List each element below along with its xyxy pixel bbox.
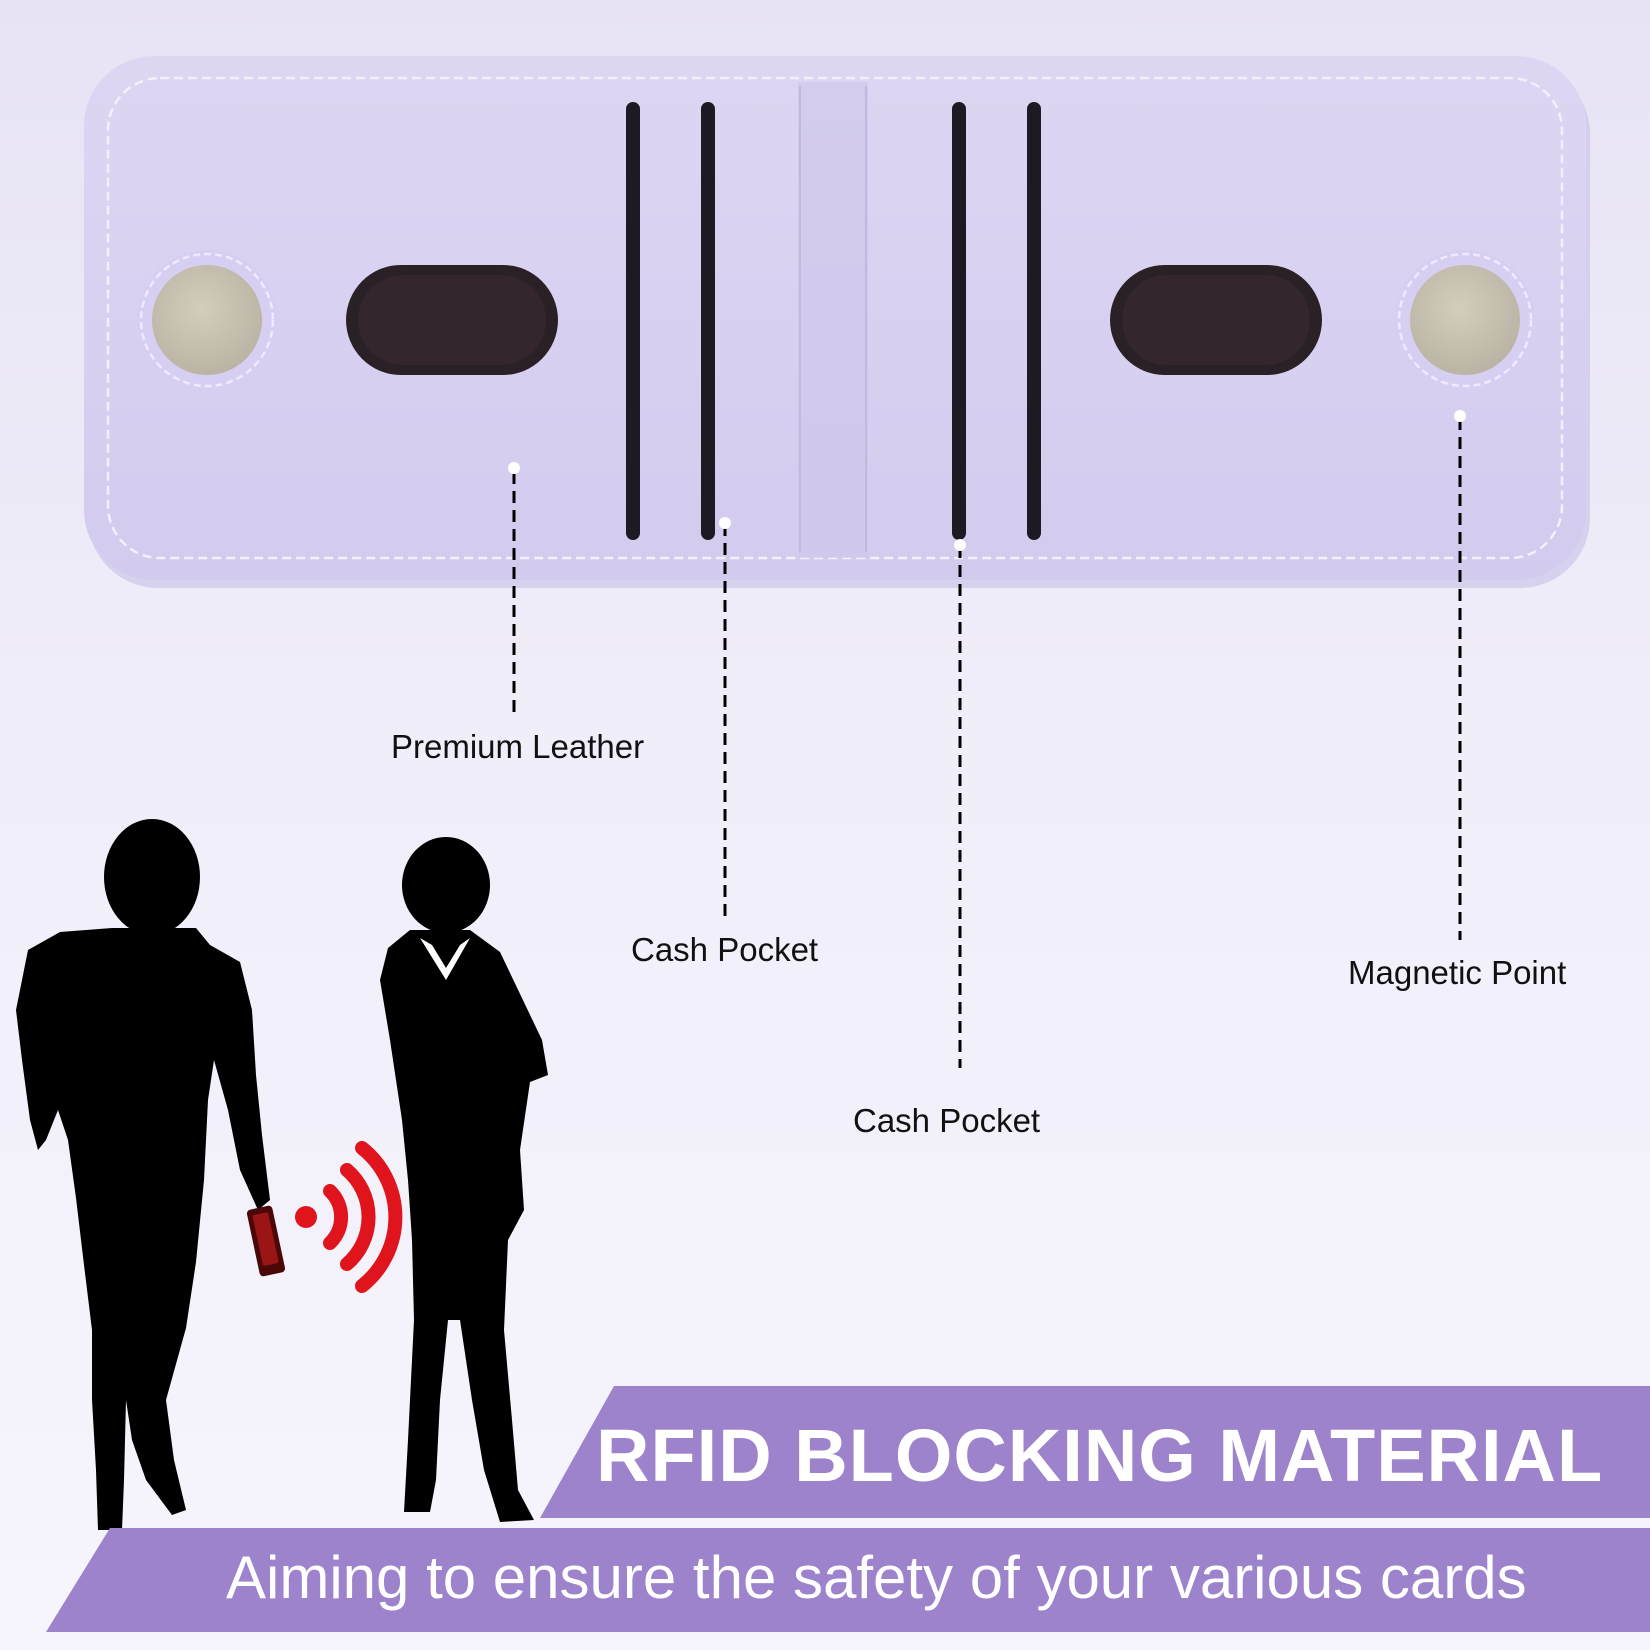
card-slot xyxy=(626,102,640,540)
card-slot xyxy=(701,102,715,540)
label-cash-pocket-1: Cash Pocket xyxy=(631,931,819,968)
woman-silhouette xyxy=(380,837,548,1522)
phone-screen xyxy=(252,1212,279,1266)
man-head xyxy=(104,819,200,935)
man-body xyxy=(16,928,270,1530)
strap-hole-left-inner xyxy=(358,275,546,365)
label-premium-leather: Premium Leather xyxy=(391,728,645,765)
rfid-wave xyxy=(323,1184,349,1250)
dot-cash-pocket-2 xyxy=(954,539,966,551)
rfid-wave xyxy=(340,1163,376,1271)
magnet-left xyxy=(152,265,262,375)
rfid-signal-dot xyxy=(295,1206,317,1228)
callout-lines xyxy=(512,418,1462,1068)
dot-cash-pocket-1 xyxy=(719,517,731,529)
woman-head xyxy=(402,837,490,933)
magnet-stitch-left xyxy=(139,252,275,388)
rfid-banner-background xyxy=(540,1386,1650,1518)
wallet xyxy=(84,56,1590,588)
man-silhouette xyxy=(16,819,270,1530)
subtitle-banner-background xyxy=(46,1528,1650,1632)
dot-magnetic-point xyxy=(1454,410,1466,422)
rfid-banner-subtitle: Aiming to ensure the safety of your vari… xyxy=(226,1544,1527,1611)
woman-collar xyxy=(420,938,470,980)
rfid-wave xyxy=(355,1141,403,1293)
card-slot xyxy=(952,102,966,540)
wallet-center-fold xyxy=(798,82,868,558)
label-cash-pocket-2: Cash Pocket xyxy=(853,1102,1041,1139)
magnet-right xyxy=(1410,265,1520,375)
callout-dots xyxy=(508,410,1466,551)
rfid-signal-icon xyxy=(295,1141,403,1293)
woman-body xyxy=(380,930,548,1522)
label-magnetic-point: Magnetic Point xyxy=(1348,954,1567,991)
dot-premium-leather xyxy=(508,462,520,474)
magnet-stitch-right xyxy=(1397,252,1533,388)
rfid-banner-title: RFID BLOCKING MATERIAL xyxy=(596,1414,1604,1497)
strap-hole-right-inner xyxy=(1122,275,1310,365)
card-slot xyxy=(1027,102,1041,540)
